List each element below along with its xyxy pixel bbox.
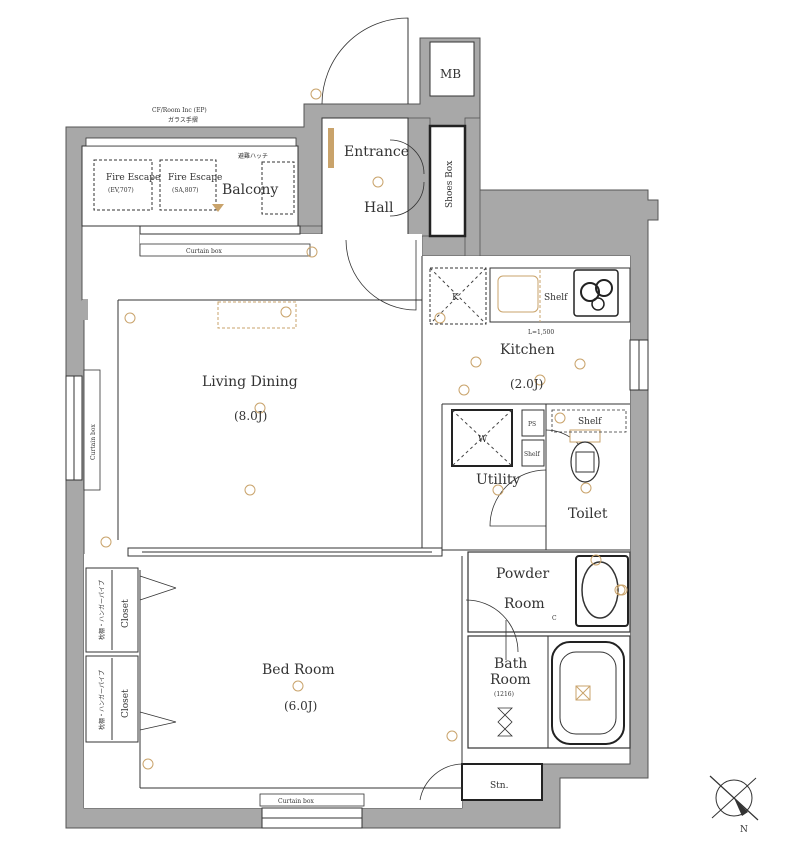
closet-1-label: Closet xyxy=(121,599,131,628)
shoes-box-label: Shoes Box xyxy=(445,161,455,208)
shelf-toilet-label: Shelf xyxy=(578,417,602,427)
utility-shelf xyxy=(521,439,545,467)
balcony-note-2: ガラス手摺 xyxy=(168,116,198,124)
toilet-bowl xyxy=(570,441,600,483)
curtain-box-bottom xyxy=(259,793,365,807)
cabinet-c-label: C xyxy=(552,615,557,622)
mb-label: MB xyxy=(440,67,461,81)
balcony-note-3: 避難ハッチ xyxy=(238,152,268,160)
entrance-door-swing xyxy=(321,17,409,105)
ceiling-light-icons xyxy=(100,88,628,770)
kitchen-k-label: K xyxy=(452,293,459,303)
bath-room-label-2: Room xyxy=(490,672,531,688)
compass-n-label: N xyxy=(740,825,748,835)
balcony-label: Balcony xyxy=(222,182,278,198)
bed-room-size: (6.0J) xyxy=(284,699,317,713)
utility-label: Utility xyxy=(476,472,520,488)
closet-2-note: 枕棚・ハンガーパイプ xyxy=(98,670,106,730)
bath-room-label-1: Bath xyxy=(494,656,527,672)
curtain-box-left xyxy=(83,369,101,491)
toilet-label: Toilet xyxy=(568,506,608,522)
shoes-box-area xyxy=(428,124,467,238)
fire-escape-2-sub: (SA,807) xyxy=(172,187,198,194)
powder-room-label-1: Powder xyxy=(496,566,550,582)
ps-label: PS xyxy=(528,421,536,428)
meter-box xyxy=(429,41,475,97)
fire-escape-2-label: Fire Escape xyxy=(168,173,222,183)
entrance-label: Entrance xyxy=(344,144,409,160)
bedroom-area xyxy=(84,554,462,808)
washer-label: W xyxy=(478,435,488,445)
closet-1-note: 枕棚・ハンガーパイプ xyxy=(98,580,106,640)
bathtub xyxy=(551,641,625,745)
hall-label: Hall xyxy=(364,200,394,216)
curtain-box-top xyxy=(139,243,311,257)
vanity xyxy=(575,555,629,627)
fire-escape-1-label: Fire Escape xyxy=(106,173,160,183)
storage-area xyxy=(461,763,543,801)
curtain-box-left-label: Curtain box xyxy=(90,424,97,460)
shelf-utility-label: Shelf xyxy=(524,451,540,458)
wall-entrance-shoes xyxy=(407,117,431,237)
entrance-area xyxy=(321,117,409,237)
shelf-kitchen-label: Shelf xyxy=(544,293,568,303)
window-balcony xyxy=(139,225,301,235)
curtain-box-bottom-label: Curtain box xyxy=(278,798,314,805)
bath-frame xyxy=(467,635,631,749)
kitchen-width: L=1,500 xyxy=(528,329,554,336)
fire-escape-1-sub: (EV,707) xyxy=(108,187,134,194)
wall-hall-right xyxy=(464,117,481,257)
wall-left-ld xyxy=(82,300,88,320)
ps-shaft xyxy=(521,409,545,437)
kitchen-size: (2.0J) xyxy=(510,377,543,391)
living-dining-size: (8.0J) xyxy=(234,409,267,423)
bed-room-label: Bed Room xyxy=(262,662,335,678)
powder-frame xyxy=(467,551,631,633)
toilet-shelf xyxy=(551,409,627,433)
closet-2-label: Closet xyxy=(121,689,131,718)
hall-door-swing xyxy=(345,239,417,311)
bath-room-size: (1216) xyxy=(494,691,514,698)
compass-icon xyxy=(709,775,759,821)
living-dining-label: Living Dining xyxy=(202,374,298,390)
curtain-box-top-label: Curtain box xyxy=(186,248,222,255)
storage-label: Stn. xyxy=(490,781,509,791)
powder-room-label-2: Room xyxy=(504,596,545,612)
kitchen-label: Kitchen xyxy=(500,342,555,358)
living-dining-area xyxy=(88,256,422,554)
balcony-note-1: CF/Room Inc (EP) xyxy=(152,107,207,114)
